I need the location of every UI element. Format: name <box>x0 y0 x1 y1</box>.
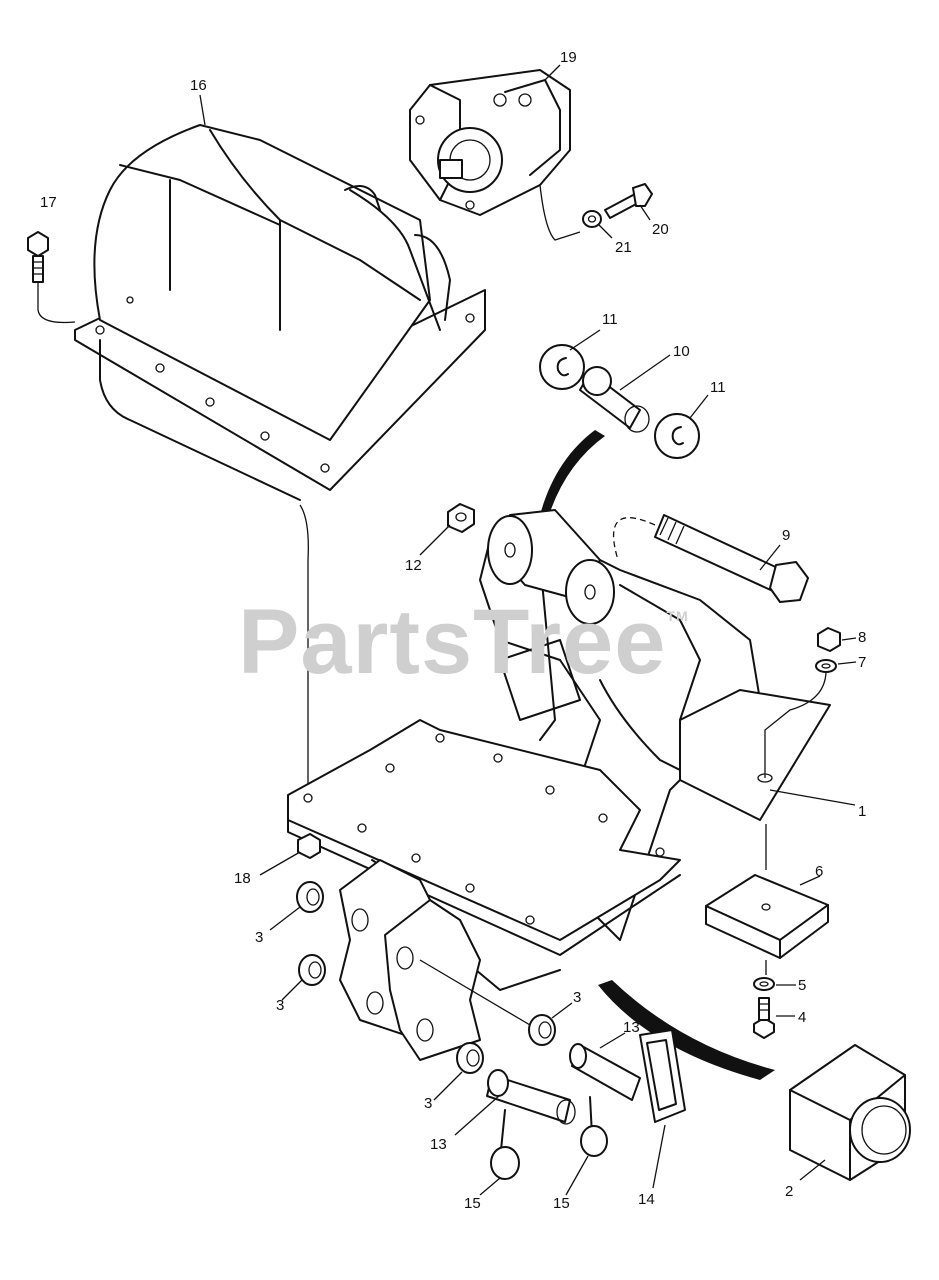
callout-11a: 11 <box>602 311 618 328</box>
part-4-bolt[interactable] <box>753 997 775 1039</box>
part-20-bolt[interactable] <box>604 183 653 219</box>
assembly-line-19-21 <box>539 184 581 241</box>
assembly-line-16-1 <box>299 504 309 790</box>
callout-16: 16 <box>190 77 207 94</box>
part-9-pivot-bolt[interactable] <box>613 514 809 603</box>
part-10-sleeve[interactable] <box>579 366 650 433</box>
callout-15b: 15 <box>553 1195 570 1212</box>
part-8-nut[interactable] <box>817 627 841 652</box>
part-12-nut[interactable] <box>447 503 475 533</box>
callout-21: 21 <box>615 239 632 256</box>
callout-14: 14 <box>638 1191 655 1208</box>
callout-11b: 11 <box>710 379 726 396</box>
callout-18: 18 <box>234 870 251 887</box>
part-3-bushing-a[interactable] <box>296 881 324 913</box>
callout-3b: 3 <box>276 997 285 1014</box>
part-15-hitch-pin-left[interactable] <box>490 1109 520 1180</box>
callout-6: 6 <box>815 863 824 880</box>
arrow-lower <box>598 980 775 1080</box>
callout-3d: 3 <box>424 1095 433 1112</box>
part-3-bushing-b[interactable] <box>298 954 326 986</box>
callout-1: 1 <box>858 803 867 820</box>
callout-9: 9 <box>782 527 791 544</box>
callout-3c: 3 <box>573 989 582 1006</box>
callout-10: 10 <box>673 343 690 360</box>
leader-17 <box>37 280 76 324</box>
callout-4: 4 <box>798 1009 807 1026</box>
part-15-hitch-pin-right[interactable] <box>580 1096 608 1157</box>
part-3-bushing-c[interactable] <box>528 1014 556 1046</box>
part-13-pin-upper[interactable] <box>569 1043 641 1101</box>
part-1-mounting-frame[interactable] <box>479 519 831 941</box>
part-21-washer[interactable] <box>582 210 602 228</box>
callout-15a: 15 <box>464 1195 481 1212</box>
part-16-gearbox-housing[interactable] <box>74 124 486 501</box>
part-14-gasket[interactable] <box>639 1029 686 1123</box>
callout-13b: 13 <box>430 1136 447 1153</box>
part-7-washer[interactable] <box>764 659 837 778</box>
part-5-washer[interactable] <box>753 977 775 991</box>
part-11-bushing-left[interactable] <box>539 344 585 390</box>
part-17-bolt[interactable] <box>27 231 49 283</box>
arrow-upper <box>540 430 605 518</box>
lower-bracket <box>339 859 531 1061</box>
callout-8: 8 <box>858 629 867 646</box>
callout-5: 5 <box>798 977 807 994</box>
callout-3a: 3 <box>255 929 264 946</box>
part-6-rubber-mount[interactable] <box>705 824 829 975</box>
callout-19: 19 <box>560 49 577 66</box>
callout-13a: 13 <box>623 1019 640 1036</box>
callout-7: 7 <box>858 654 867 671</box>
part-11-bushing-right[interactable] <box>654 413 700 459</box>
part-3-bushing-d[interactable] <box>456 1042 484 1074</box>
callout-12: 12 <box>405 557 422 574</box>
leader-lines <box>199 64 857 1196</box>
callout-20: 20 <box>652 221 669 238</box>
callout-2: 2 <box>785 1183 794 1200</box>
part-19-hydraulic-motor[interactable] <box>409 69 571 216</box>
part-13-pin-lower[interactable] <box>486 1069 576 1125</box>
part-2-rubber-block[interactable] <box>789 1044 911 1181</box>
part-18-nut[interactable] <box>297 833 321 859</box>
callout-17: 17 <box>40 194 57 211</box>
pivot-tube-pair <box>487 509 615 625</box>
